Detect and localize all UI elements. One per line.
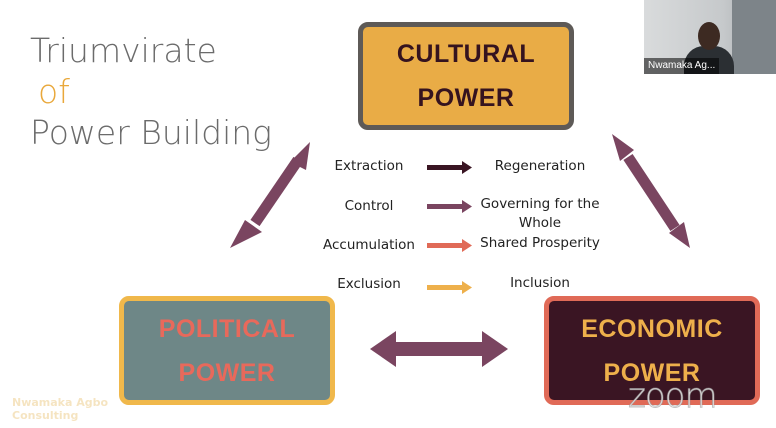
cultural-line-1: CULTURAL [397,32,535,76]
video-shelf [732,0,776,74]
label-inclusion: Inclusion [470,274,610,293]
cultural-line-2: POWER [397,76,535,120]
label-accumulation: Accumulation [314,237,424,253]
zoom-logo: zoom [628,376,717,416]
double-arrow-horizontal [370,331,508,367]
arrow-extraction [427,161,472,174]
arrow-exclusion [427,281,472,294]
label-extraction: Extraction [314,158,424,174]
brand-watermark: Nwamaka Agbo Consulting [12,396,108,422]
political-line-1: POLITICAL [159,307,295,351]
political-line-2: POWER [159,351,295,395]
arrow-accumulation [427,239,472,252]
double-arrow-left-diagonal [230,142,310,248]
participant-head [698,22,720,50]
participant-video-tile[interactable]: Nwamaka Ag... [644,0,776,74]
arrow-control [427,200,472,213]
label-regeneration: Regeneration [470,157,610,176]
label-exclusion: Exclusion [314,276,424,292]
double-arrow-right-diagonal [612,134,690,248]
label-shared-prosperity: Shared Prosperity [470,234,610,253]
label-governing: Governing for the Whole [470,195,610,233]
political-power-box: POLITICAL POWER [119,296,335,405]
economic-line-1: ECONOMIC [581,307,723,351]
brand-line-2: Consulting [12,409,108,422]
participant-name-label: Nwamaka Ag... [644,58,719,74]
label-control: Control [314,198,424,214]
cultural-power-box: CULTURAL POWER [358,22,574,130]
brand-line-1: Nwamaka Agbo [12,396,108,409]
